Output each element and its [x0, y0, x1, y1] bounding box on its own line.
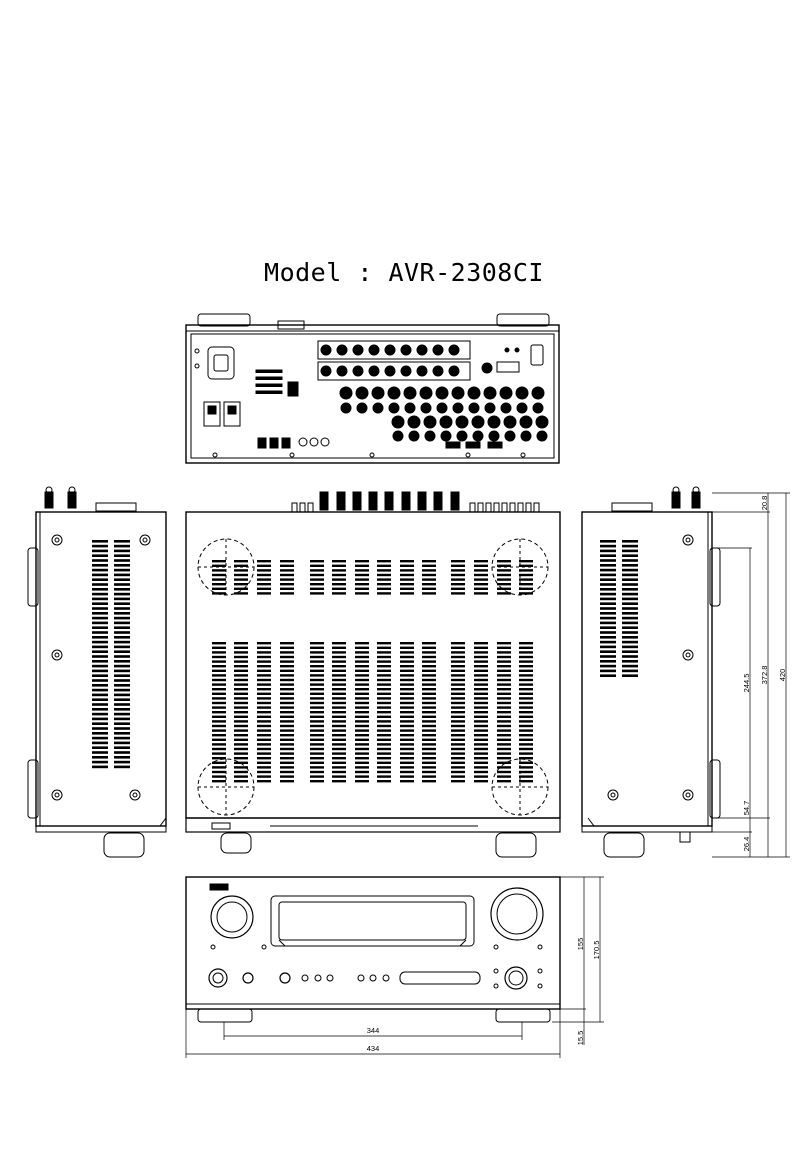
right-side-view: [581, 486, 790, 858]
ac-inlet: [207, 346, 235, 380]
rear-view: [185, 313, 560, 464]
left-side-view: [27, 486, 167, 858]
dim-label-side-54.7: 54.7: [742, 801, 751, 816]
dim-label-front-155: 155: [576, 938, 585, 951]
dim-label-side-244.5: 244.5: [742, 674, 751, 693]
speaker-terminals: [339, 386, 549, 442]
outlet: [223, 401, 241, 427]
dim-label-side-26.4: 26.4: [742, 837, 751, 852]
dim-label-width-344: 344: [367, 1026, 380, 1035]
dim-label-front-15.5: 15.5: [576, 1031, 585, 1046]
dimension-labels: 20.8 244.5 372.8 420 54.7 26.4 155 170.5…: [367, 496, 787, 1053]
front-view: [185, 876, 604, 1058]
top-view: [185, 491, 561, 858]
dim-label-side-420: 420: [778, 669, 787, 682]
page-title: Model : AVR-2308CI: [264, 258, 544, 287]
dim-label-side-20.8: 20.8: [760, 496, 769, 511]
dim-label-width-434: 434: [367, 1044, 380, 1053]
side-vent: [600, 540, 638, 677]
top-vent: [212, 560, 533, 783]
outlet: [203, 401, 221, 427]
side-vent: [92, 540, 130, 769]
rear-vent: [255, 369, 283, 394]
dim-label-side-372.8: 372.8: [760, 666, 769, 685]
dim-label-front-170.5: 170.5: [592, 941, 601, 960]
